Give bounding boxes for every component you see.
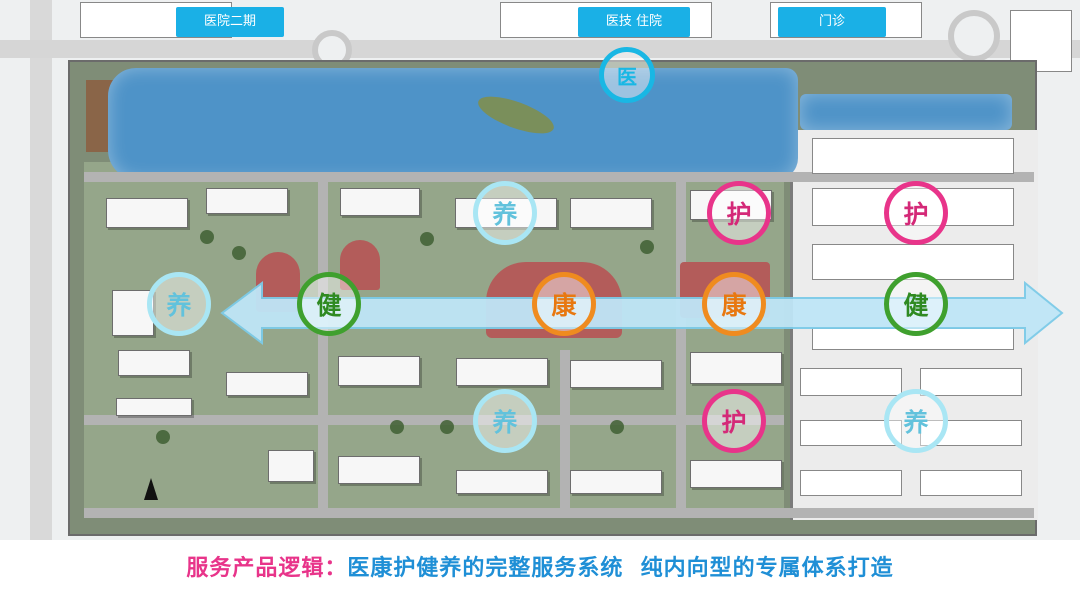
residential-building	[812, 138, 1014, 174]
residential-building	[800, 470, 902, 496]
badge-nursing: 养	[473, 181, 537, 245]
north-arrow-icon	[144, 478, 158, 500]
residential-building	[920, 470, 1022, 496]
residential-building	[690, 352, 782, 384]
north-road	[0, 40, 1080, 58]
residential-building	[800, 368, 902, 396]
residential-building	[570, 198, 652, 228]
caption-prefix: 服务产品逻辑：	[186, 556, 348, 581]
residential-building	[570, 360, 662, 388]
badge-care: 护	[707, 181, 771, 245]
residential-building	[106, 198, 188, 228]
residential-building	[268, 450, 314, 482]
badge-medical: 医	[599, 47, 655, 103]
badge-recovery: 康	[532, 272, 596, 336]
tree	[610, 420, 624, 434]
residential-building	[456, 358, 548, 386]
badge-nursing: 养	[884, 389, 948, 453]
badge-health: 健	[884, 272, 948, 336]
internal-road	[318, 172, 328, 512]
label-hospital-inpatient: 医技 住院	[578, 7, 690, 37]
badge-nursing: 养	[147, 272, 211, 336]
caption: 服务产品逻辑：医康护健养的完整服务系统 纯内向型的专属体系打造	[0, 550, 1080, 582]
residential-building	[118, 350, 190, 376]
residential-building	[800, 420, 902, 446]
internal-road	[560, 350, 570, 510]
tree	[232, 246, 246, 260]
tree	[156, 430, 170, 444]
internal-road	[84, 172, 1034, 182]
residential-building	[690, 460, 782, 488]
residential-building	[206, 188, 288, 214]
landscape-zone	[84, 162, 784, 512]
residential-building	[340, 188, 420, 216]
site-plan-map: 医院二期 医技 住院 门诊 医 养 健 康 康 健 养 护 护 养 护 养	[0, 0, 1080, 540]
residential-building	[456, 470, 548, 494]
badge-care: 护	[884, 181, 948, 245]
tree	[440, 420, 454, 434]
central-lake	[108, 68, 798, 180]
internal-road	[676, 172, 686, 512]
residential-building	[570, 470, 662, 494]
tree	[390, 420, 404, 434]
roundabout-east	[948, 10, 1000, 62]
connection-arrow	[220, 280, 1064, 346]
residential-building	[338, 456, 420, 484]
residential-building	[338, 356, 420, 386]
badge-care: 护	[702, 389, 766, 453]
residential-building	[920, 368, 1022, 396]
residential-building	[116, 398, 192, 416]
internal-road	[84, 415, 784, 425]
west-road	[30, 0, 52, 540]
tree	[420, 232, 434, 246]
east-water-channel	[800, 94, 1012, 130]
tree	[200, 230, 214, 244]
label-hospital-phase2: 医院二期	[176, 7, 284, 37]
tree	[640, 240, 654, 254]
badge-health: 健	[297, 272, 361, 336]
caption-body: 医康护健养的完整服务系统 纯内向型的专属体系打造	[347, 556, 894, 581]
label-outpatient: 门诊	[778, 7, 886, 37]
badge-recovery: 康	[702, 272, 766, 336]
internal-road	[84, 508, 1034, 518]
residential-building	[226, 372, 308, 396]
badge-nursing: 养	[473, 389, 537, 453]
